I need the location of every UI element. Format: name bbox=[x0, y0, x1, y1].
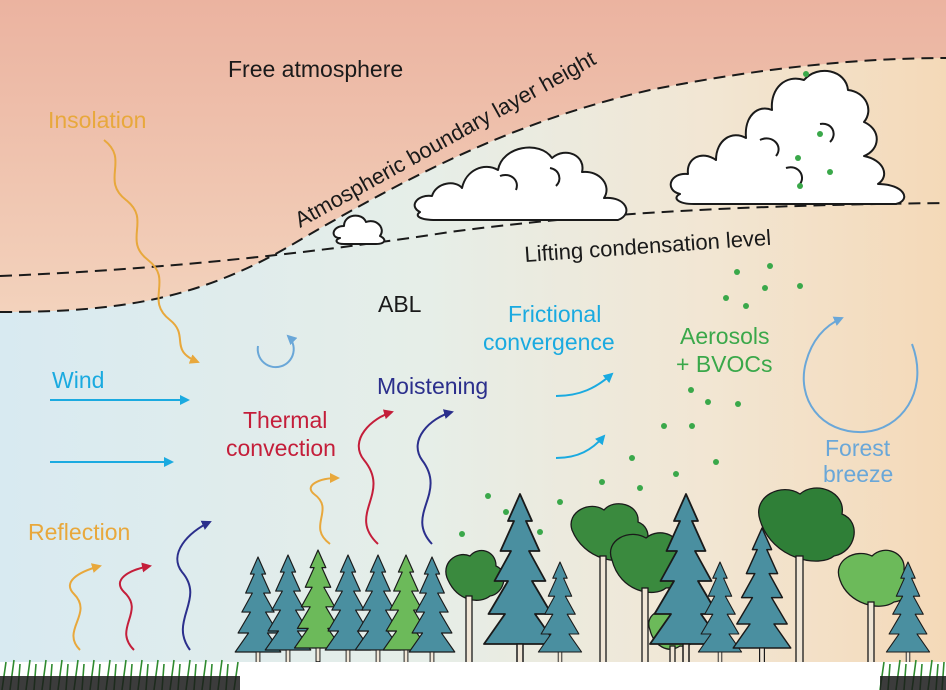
thermal-label-line2: convection bbox=[226, 435, 336, 461]
free-atmosphere-label: Free atmosphere bbox=[228, 56, 403, 82]
forest-breeze-label-line2: breeze bbox=[823, 461, 893, 487]
moistening-label: Moistening bbox=[377, 373, 488, 399]
insolation-label: Insolation bbox=[48, 107, 146, 133]
moistening-arrow-icon bbox=[416, 409, 454, 545]
frictional-label-line2: convergence bbox=[483, 329, 615, 355]
aerosols-label-line1: Aerosols bbox=[680, 323, 769, 349]
abl-region bbox=[0, 58, 946, 690]
soil-right bbox=[880, 676, 946, 690]
cloud-icon bbox=[413, 146, 628, 221]
moistening-arrow-icon bbox=[176, 520, 212, 651]
forest-breeze-circular-arrow-icon bbox=[802, 316, 919, 434]
reflection-label: Reflection bbox=[28, 519, 130, 545]
aerosols-label-line2: + BVOCs bbox=[676, 351, 773, 377]
broadleaf-tree-icon bbox=[758, 487, 855, 667]
thermal-label-line1: Thermal bbox=[243, 407, 327, 433]
convergence-arrow-icon bbox=[555, 372, 614, 397]
cloud-aerosol-dots bbox=[795, 71, 833, 189]
cloud-icon bbox=[669, 70, 906, 205]
aerosol-dots bbox=[459, 263, 803, 537]
reflection-arrow-icon bbox=[309, 473, 340, 545]
abl-label: ABL bbox=[378, 291, 422, 317]
abl-height-line bbox=[0, 57, 946, 313]
thermal-arrow-icon bbox=[118, 562, 152, 651]
cloud-icon bbox=[332, 214, 386, 245]
forest-breeze-label-line1: Forest bbox=[825, 435, 891, 461]
wind-label: Wind bbox=[52, 367, 104, 393]
soil-left bbox=[0, 676, 240, 690]
thermal-arrow-icon bbox=[357, 409, 394, 545]
reflection-arrow-icon bbox=[68, 563, 102, 651]
eddy-circular-arrow-icon bbox=[256, 334, 298, 369]
frictional-label-line1: Frictional bbox=[508, 301, 601, 327]
convergence-arrow-icon bbox=[555, 434, 606, 459]
insolation-arrow-icon bbox=[103, 139, 200, 364]
lcl-line bbox=[0, 202, 946, 277]
